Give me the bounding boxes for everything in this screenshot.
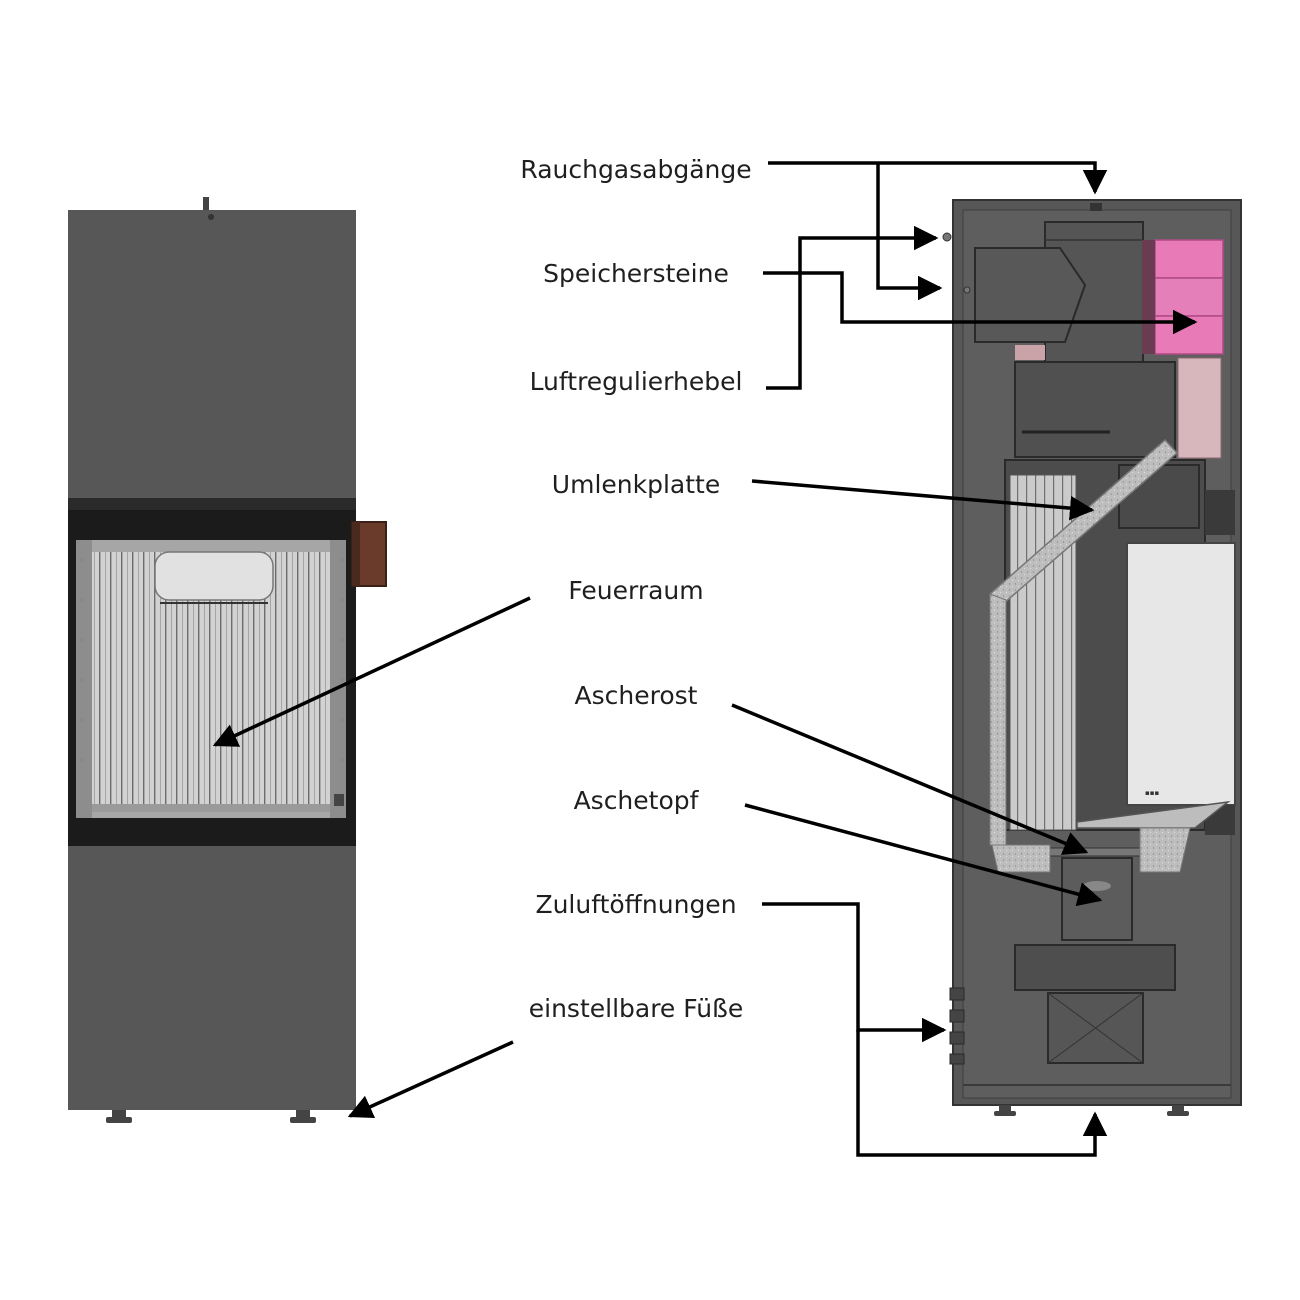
glass-pane	[1126, 542, 1236, 806]
arrow-fuesse	[347, 1040, 514, 1119]
air-channel	[1014, 944, 1176, 991]
insulation-block	[1177, 357, 1222, 459]
arrow-umlenk	[751, 479, 1095, 521]
arrow-ascherost	[731, 703, 1089, 855]
front-view	[68, 197, 387, 1123]
arrow-rauchgas-top	[768, 161, 1108, 195]
svg-text:▪▪▪: ▪▪▪	[1145, 789, 1159, 797]
arrow-luft	[766, 225, 939, 390]
section-feet	[994, 1105, 1189, 1116]
arrow-rauchgas-rear	[876, 163, 943, 301]
arrow-speicher	[763, 271, 1198, 335]
ash-grate	[1049, 847, 1141, 857]
label-speichersteine: Speichersteine	[543, 259, 729, 288]
label-feuerraum: Feuerraum	[568, 576, 704, 605]
convection-chamber	[1014, 361, 1176, 458]
inlet-vents	[949, 987, 965, 1065]
arrow-zuluft-bottom	[856, 1030, 1108, 1157]
baffle-opening	[154, 551, 274, 601]
label-zuluftoeffnungen: Zuluftöffnungen	[535, 890, 737, 919]
label-umlenkplatte: Umlenkplatte	[551, 470, 721, 499]
firebox-floor	[991, 844, 1051, 873]
label-ascherost: Ascherost	[574, 681, 698, 710]
door-latch	[334, 794, 344, 806]
door-hinge-dots	[80, 558, 344, 762]
label-rauchgasabgaenge: Rauchgasabgänge	[520, 155, 752, 184]
arrow-zuluft-side	[762, 902, 947, 1043]
label-luftregulierhebel: Luftregulierhebel	[529, 367, 743, 396]
label-einstellbare-fuesse: einstellbare Füße	[528, 994, 744, 1023]
arrow-feuer	[212, 596, 531, 747]
leader-lines	[212, 161, 1198, 1157]
front-feet	[106, 1110, 316, 1123]
rear-flue-elbow	[974, 247, 1087, 343]
arrow-aschetopf	[744, 803, 1103, 907]
flue-stub-top	[203, 197, 209, 213]
label-aschetopf: Aschetopf	[573, 786, 699, 815]
top-outlet	[1090, 203, 1102, 211]
front-top-panel	[68, 210, 356, 500]
storage-stones	[1142, 239, 1224, 355]
front-bottom-panel	[68, 845, 356, 1110]
section-view: ▪▪▪	[942, 199, 1242, 1116]
rear-insulation	[989, 593, 1007, 846]
grate-tray	[1076, 800, 1231, 829]
